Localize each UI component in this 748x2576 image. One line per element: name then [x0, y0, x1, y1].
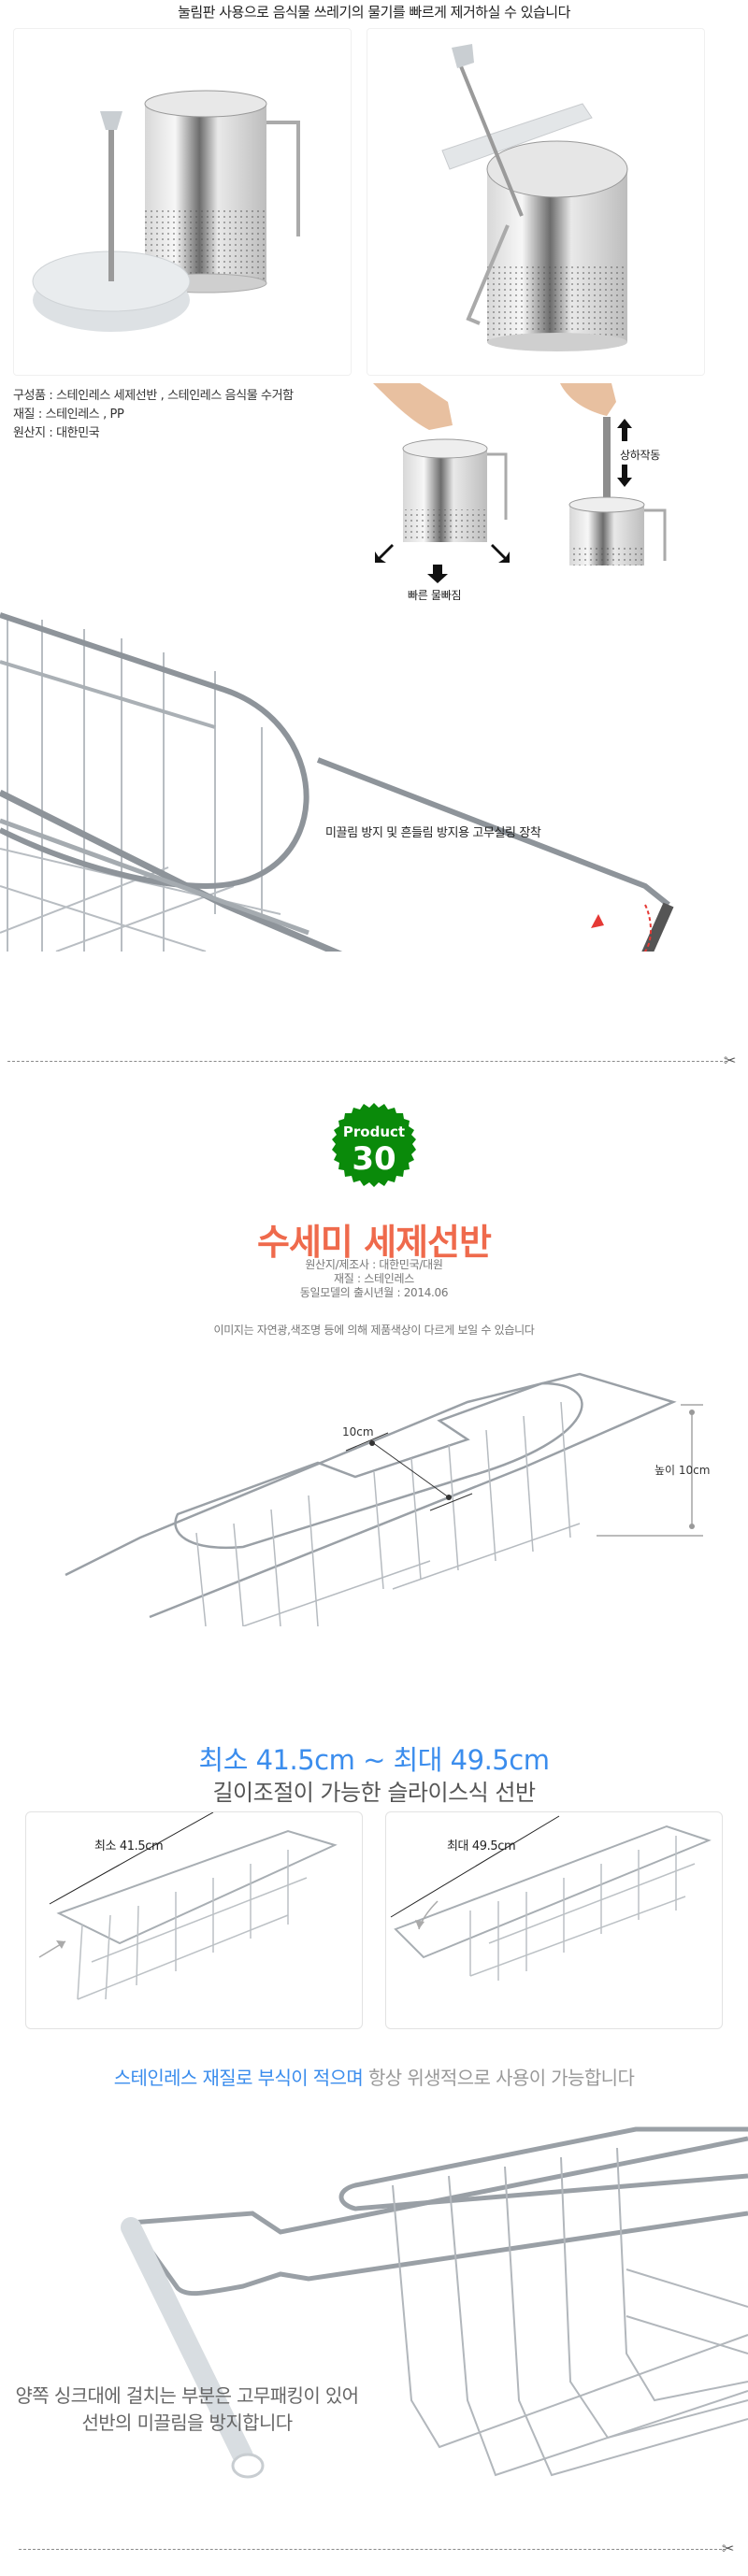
badge-label: Product	[342, 1123, 406, 1140]
material-highlight: 스테인레스 재질로 부식이 적으며	[113, 2067, 364, 2089]
meta-material: 재질 : 스테인레스	[334, 1272, 414, 1285]
material-rest: 항상 위생적으로 사용이 가능합니다	[363, 2067, 635, 2089]
scissors-icon: ✂	[722, 2540, 735, 2557]
press-demo-photo	[532, 383, 694, 565]
food-waste-bin-photo	[13, 28, 352, 376]
max-length-label: 최대 49.5cm	[447, 1839, 516, 1853]
bin-with-press-photo	[367, 28, 705, 376]
max-length-card: 최대 49.5cm	[385, 1811, 723, 2029]
rubber-packing-caption: 양쪽 싱크대에 걸치는 부분은 고무패킹이 있어 선반의 미끌림을 방지합니다	[0, 2383, 374, 2437]
spec-origin: 원산지 : 대한민국	[13, 426, 100, 440]
arrow-down-icon	[617, 465, 632, 487]
drain-demo-photo	[364, 383, 525, 565]
rubber-caption-line-1: 양쪽 싱크대에 걸치는 부분은 고무패킹이 있어	[15, 2384, 360, 2407]
badge-number: 30	[352, 1140, 396, 1178]
meta-origin-maker: 원산지/제조사 : 대한민국/대원	[305, 1258, 443, 1271]
scissors-icon: ✂	[724, 1052, 737, 1069]
up-down-label: 상하작동	[620, 449, 660, 462]
rack-dimension-diagram	[0, 1346, 748, 1627]
height-dimension-label: 높이 10cm	[654, 1464, 711, 1477]
cut-divider	[19, 2549, 722, 2550]
min-length-label: 최소 41.5cm	[94, 1839, 164, 1853]
spec-material: 재질 : 스테인레스 , PP	[13, 408, 124, 422]
length-range-subline: 길이조절이 가능한 슬라이스식 선반	[212, 1780, 536, 1806]
rubber-packing-photo	[0, 2120, 748, 2531]
color-disclaimer: 이미지는 자연광,색조명 등에 의해 제품색상이 다르게 보일 수 있습니다	[213, 1324, 535, 1337]
width-dimension-label: 10cm	[342, 1425, 374, 1438]
stainless-material-caption: 스테인레스 재질로 부식이 적으며 항상 위생적으로 사용이 가능합니다	[0, 2063, 748, 2090]
length-range-headline: 최소 41.5cm ~ 최대 49.5cm	[198, 1744, 550, 1776]
product-title: 수세미 세제선반	[257, 1222, 492, 1263]
rack-closeup-photo	[0, 606, 748, 1151]
fast-drain-label: 빠른 물빠짐	[408, 589, 462, 602]
cut-divider	[7, 1061, 723, 1062]
spec-list: 구성품 : 스테인레스 세제선반 , 스테인레스 음식물 수거함 재질 : 스테…	[13, 387, 294, 443]
spec-components: 구성품 : 스테인레스 세제선반 , 스테인레스 음식물 수거함	[13, 389, 294, 403]
rubber-caption-line-2: 선반의 미끌림을 방지합니다	[81, 2411, 293, 2434]
arrow-down-icon	[425, 565, 450, 583]
arrow-up-icon	[617, 419, 632, 441]
product-number-badge: Product 30	[330, 1101, 418, 1189]
meta-release-date: 동일모델의 출시년월 : 2014.06	[299, 1286, 449, 1299]
min-length-card: 최소 41.5cm	[25, 1811, 363, 2029]
product-meta: 원산지/제조사 : 대한민국/대원 재질 : 스테인레스 동일모델의 출시년월 …	[0, 1258, 748, 1300]
intro-caption: 눌림판 사용으로 음식물 쓰레기의 물기를 빠르게 제거하실 수 있습니다	[178, 4, 570, 21]
rubber-sealing-caption: 미끌림 방지 및 흔들림 방지용 고무실링 장착	[325, 826, 541, 840]
